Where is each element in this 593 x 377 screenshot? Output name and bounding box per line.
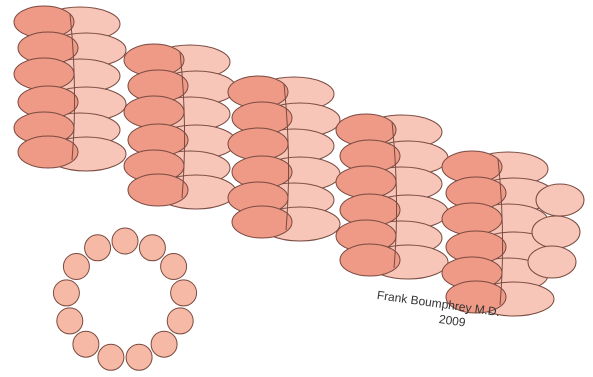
beta-tubulin-subunit <box>528 246 576 278</box>
ring-subunit <box>126 344 152 370</box>
cross-section-ring <box>53 228 196 370</box>
alpha-tubulin-subunit <box>128 174 188 206</box>
tubulin-segment <box>336 114 448 279</box>
ring-subunit <box>112 228 138 254</box>
tubulin-segment <box>14 6 126 171</box>
ring-subunit <box>73 331 99 357</box>
ring-subunit <box>151 331 177 357</box>
ring-subunit <box>63 254 89 280</box>
tubulin-segment <box>228 76 340 241</box>
microtubule-side-view <box>14 6 584 316</box>
alpha-tubulin-subunit <box>124 96 184 128</box>
beta-tubulin-subunit <box>536 184 584 216</box>
ring-subunit <box>57 308 83 334</box>
alpha-tubulin-subunit <box>14 58 74 90</box>
ring-subunit <box>139 235 165 261</box>
ring-subunit <box>161 254 187 280</box>
ring-subunit <box>53 280 79 306</box>
alpha-tubulin-subunit <box>336 166 396 198</box>
ring-subunit <box>171 280 197 306</box>
tubulin-segment <box>124 44 236 209</box>
ring-subunit <box>85 235 111 261</box>
alpha-tubulin-subunit <box>18 136 78 168</box>
alpha-tubulin-subunit <box>228 128 288 160</box>
ring-subunit <box>167 308 193 334</box>
alpha-tubulin-subunit <box>340 244 400 276</box>
alpha-tubulin-subunit <box>232 206 292 238</box>
beta-tubulin-subunit <box>532 216 580 248</box>
alpha-tubulin-subunit <box>442 203 502 235</box>
ring-subunit <box>98 344 124 370</box>
